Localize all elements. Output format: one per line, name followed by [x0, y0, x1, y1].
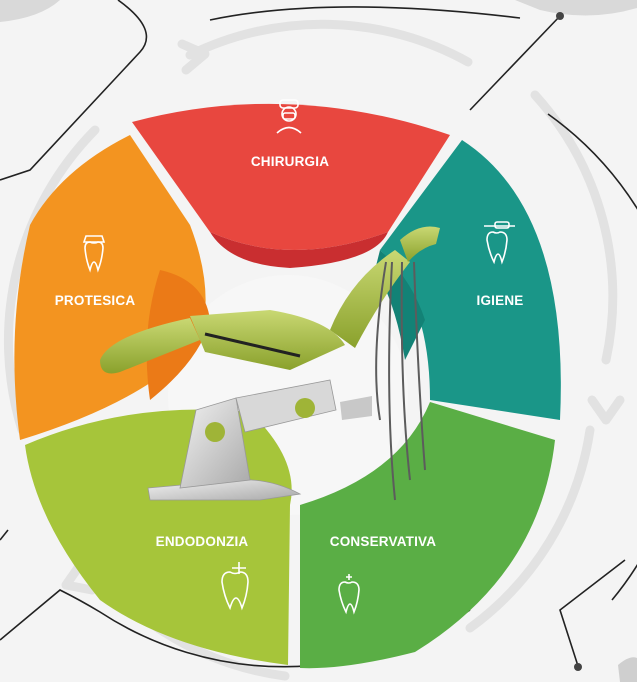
corner-piece-bottom-right — [618, 657, 637, 682]
dental-chair-illustration — [100, 226, 440, 501]
segment-endodonzia[interactable]: ENDODONZIA — [25, 409, 292, 665]
corner-blob-left — [0, 0, 60, 22]
surgeon-icon — [276, 99, 302, 134]
connector-dot-bottom — [574, 663, 582, 671]
label-chirurgia: CHIRURGIA — [251, 154, 329, 169]
segment-conservativa[interactable]: CONSERVATIVA — [300, 402, 555, 669]
tooth-sparkle-icon — [338, 574, 360, 615]
label-endodonzia: ENDODONZIA — [156, 534, 249, 549]
segment-chirurgia[interactable]: CHIRURGIA — [132, 99, 450, 268]
label-igiene: IGIENE — [477, 293, 524, 308]
label-conservativa: CONSERVATIVA — [330, 534, 436, 549]
tooth-cleaning-icon — [484, 221, 515, 265]
label-protesica: PROTESICA — [55, 293, 136, 308]
cycle-arrowheads — [61, 39, 625, 595]
tooth-root-icon — [221, 562, 249, 611]
crown-tooth-icon — [82, 235, 106, 273]
corner-blob-right — [515, 0, 637, 16]
connector-dot-top — [556, 12, 564, 20]
